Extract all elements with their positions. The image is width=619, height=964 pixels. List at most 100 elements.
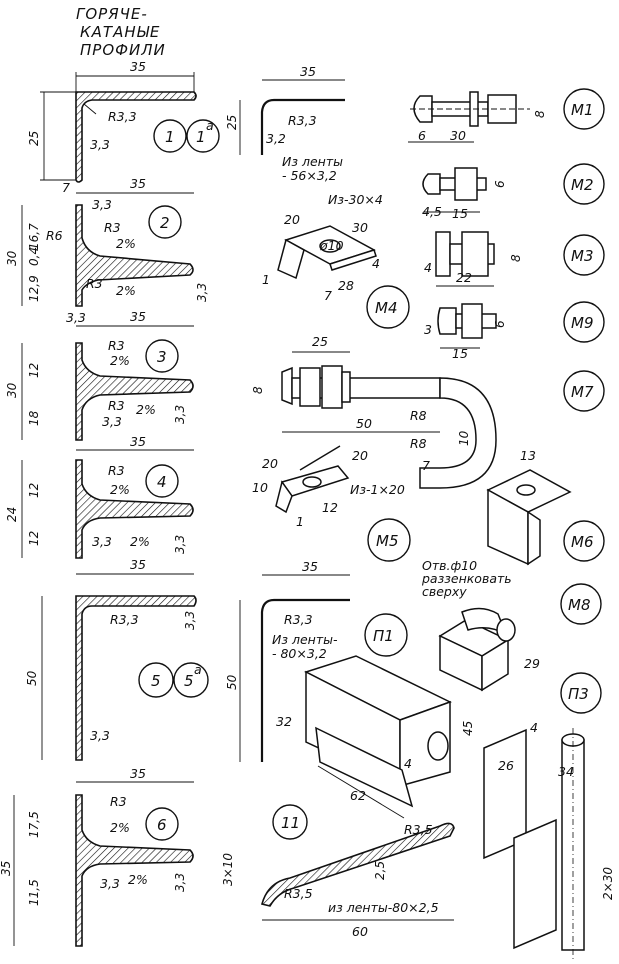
label-1a-sup: а	[206, 118, 214, 133]
label-5a-sup: а	[194, 662, 202, 677]
profile-4-flange-thickness: 3,3	[173, 535, 187, 554]
part-11-radius: R3,5	[284, 886, 313, 901]
label-circle-m3	[563, 234, 605, 276]
label-1: 1	[165, 128, 175, 146]
m4-dim-30: 30	[352, 220, 368, 235]
profile-3-section	[75, 342, 194, 441]
label-circle-m9	[563, 301, 605, 343]
note-strip-56: Из ленты	[282, 154, 343, 169]
m9-dim-3: 3	[424, 322, 432, 337]
label-circle-m2	[563, 163, 605, 205]
profile-1a-width: 35	[300, 64, 316, 79]
profile-3-dim-12: 12	[27, 363, 41, 378]
profile-1-width: 35	[130, 59, 146, 74]
part-m5: 20 20 10 12 1 Из-1×20	[252, 445, 405, 529]
label-circle-11	[272, 804, 308, 840]
m7-r8-b: R8	[410, 436, 427, 451]
label-1a: 1	[196, 128, 206, 146]
profile-4-slope-bottom: 2%	[130, 534, 150, 549]
label-m3: М3	[571, 247, 594, 265]
pi3-dim-26: 26	[498, 758, 514, 773]
label-circle-5a	[173, 662, 209, 698]
label-circle-m7	[563, 370, 605, 412]
profile-6-thickness: 3,3	[100, 876, 120, 891]
profile-6-dim-11-5: 11,5	[27, 879, 41, 906]
profile-6-slope-top: 2%	[110, 820, 130, 835]
note-from-1x20: Из-1×20	[350, 482, 405, 497]
profile-4-section	[75, 459, 194, 559]
profile-5: 35 50 R3,3 3,3 3,3	[25, 557, 197, 761]
profile-5-height: 50	[25, 670, 39, 686]
m5-dim-20-a: 20	[262, 456, 278, 471]
profile-2-dim-16-7: 16,7	[27, 223, 41, 250]
label-circle-3	[145, 339, 179, 373]
label-circle-1	[153, 119, 187, 153]
note-hole-line-1: Отв.ф10	[422, 558, 477, 573]
m5-dim-1: 1	[296, 514, 304, 529]
note-hole-line-3: сверху	[422, 584, 467, 599]
m4-dim-1: 1	[262, 272, 270, 287]
profile-5-radius: R3,3	[110, 612, 139, 627]
profile-2-dim-0-4: 0,4	[27, 247, 41, 266]
profile-2-dim-12-9: 12,9	[27, 275, 41, 302]
profile-1-radius: R3,3	[108, 109, 137, 124]
profile-2-bottom-thickness: 3,3	[66, 310, 86, 325]
profile-1a-height: 25	[225, 115, 239, 130]
note-hole-line-2: раззенковать	[421, 571, 512, 586]
heading-line-1: ГОРЯЧЕ-	[76, 5, 148, 23]
part-m8: Отв.ф10 раззенковать сверху 29	[421, 558, 540, 692]
label-m1: М1	[571, 101, 594, 119]
profile-3-slope-bottom: 2%	[136, 402, 156, 417]
profile-5a-height: 50	[225, 674, 239, 690]
profile-6-r3: R3	[110, 794, 127, 809]
profile-5a-32: 32	[276, 714, 292, 729]
label-m8: М8	[568, 596, 591, 614]
profile-5a: 35 50 R3,3 Из ленты- - 80×3,2 32	[225, 559, 350, 762]
pi1-dim-4: 4	[404, 756, 412, 771]
m8-dim-29: 29	[524, 656, 540, 671]
m7-dim-8: 8	[251, 386, 265, 394]
m3-dim-22: 22	[456, 270, 472, 285]
part-11-3x10: 3×10	[221, 853, 235, 886]
label-circle-pi3	[560, 672, 602, 714]
label-circle-5	[138, 662, 174, 698]
profile-6-width: 35	[130, 766, 146, 781]
profile-5-flange-thickness: 3,3	[183, 611, 197, 630]
part-m2: 4,5 15 6	[422, 167, 507, 221]
m4-dim-4: 4	[372, 256, 380, 271]
heading: ГОРЯЧЕ- КАТАНЫЕ ПРОФИЛИ	[76, 5, 165, 59]
label-3: 3	[157, 348, 167, 366]
part-m7: 25 50 8 R8 R8 10 7	[251, 334, 497, 489]
profile-1-height: 25	[27, 131, 41, 146]
part-11: 60 3×10 R3,5 2,5 из ленты-80×2,5	[221, 822, 455, 939]
profile-4: 35 24 12 12 R3 2% 3,3 2% 3,3	[5, 434, 194, 559]
label-m6: М6	[571, 533, 594, 551]
label-circle-m4	[366, 285, 410, 329]
profile-3: 35 30 12 18 R3 2% R3 2% 3,3 3,3	[5, 309, 194, 441]
m2-dim-4-5: 4,5	[422, 204, 442, 219]
profile-1-thickness: 3,3	[90, 137, 110, 152]
profile-2-section	[75, 204, 194, 307]
label-circle-1a	[186, 119, 220, 153]
label-m4: М4	[375, 299, 398, 317]
m5-dim-12: 12	[322, 500, 338, 515]
note-strip-80a: Из ленты-	[272, 632, 338, 647]
label-circle-m8	[560, 583, 602, 625]
profile-5a-radius: R3,3	[284, 612, 313, 627]
profile-5-thickness: 3,3	[90, 728, 110, 743]
profile-4-slope-top: 2%	[110, 482, 130, 497]
profile-2-r3-b: R3	[86, 276, 103, 291]
m1-dim-8: 8	[533, 110, 547, 118]
label-pi1: П1	[373, 627, 394, 645]
profile-1a-thickness: 3,2	[266, 131, 286, 146]
profile-6: 35 35 17,5 11,5 R3 2% 3,3 2% 3,3	[0, 766, 194, 947]
profile-3-r3: R3	[108, 338, 125, 353]
part-pi1: 62 45 4 R3,5	[304, 655, 475, 837]
profile-3-slope-top: 2%	[110, 353, 130, 368]
profile-3-height: 30	[5, 382, 19, 398]
profile-6-height: 35	[0, 861, 13, 876]
part-m6: 13	[486, 448, 572, 566]
m6-dim-13: 13	[520, 448, 536, 463]
profile-2-height: 30	[5, 250, 19, 266]
pi1-radius: R3,5	[404, 822, 433, 837]
